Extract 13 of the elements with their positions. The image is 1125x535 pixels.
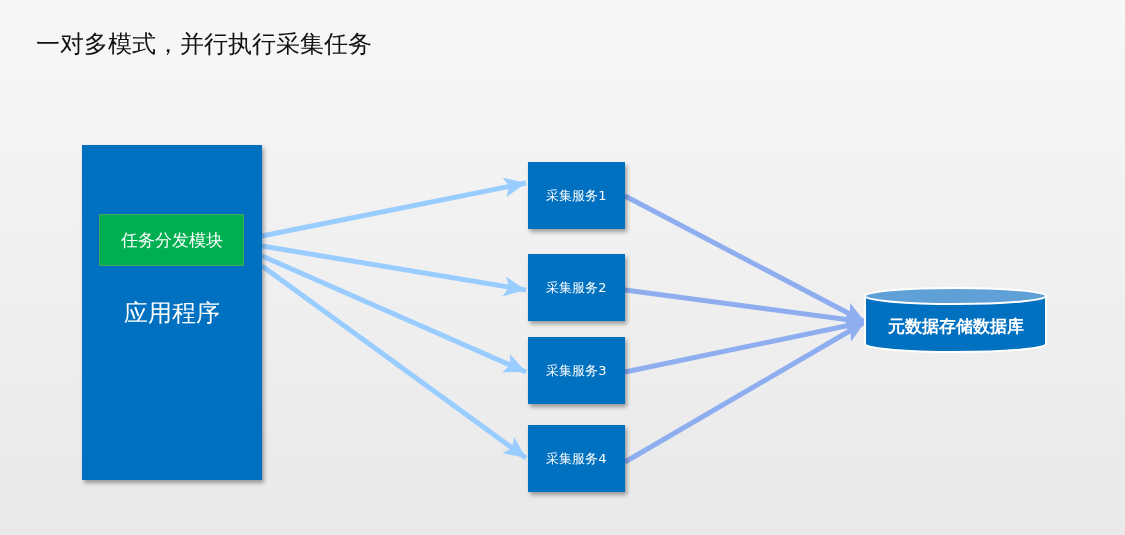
- database-label: 元数据存储数据库: [887, 314, 1024, 338]
- service-box: 采集服务1: [528, 162, 625, 229]
- arrow: [261, 243, 527, 297]
- service-box: 采集服务3: [528, 337, 625, 404]
- module-box: 任务分发模块: [99, 214, 244, 266]
- service-box: 采集服务2: [528, 254, 625, 321]
- arrow: [261, 177, 527, 239]
- database-cylinder: [863, 286, 1048, 354]
- box-label: 应用程序: [123, 298, 221, 329]
- app-box: [82, 145, 262, 480]
- service-box: 采集服务4: [528, 425, 625, 492]
- arrow: [261, 253, 527, 375]
- title: 一对多模式，并行执行采集任务: [36, 29, 372, 60]
